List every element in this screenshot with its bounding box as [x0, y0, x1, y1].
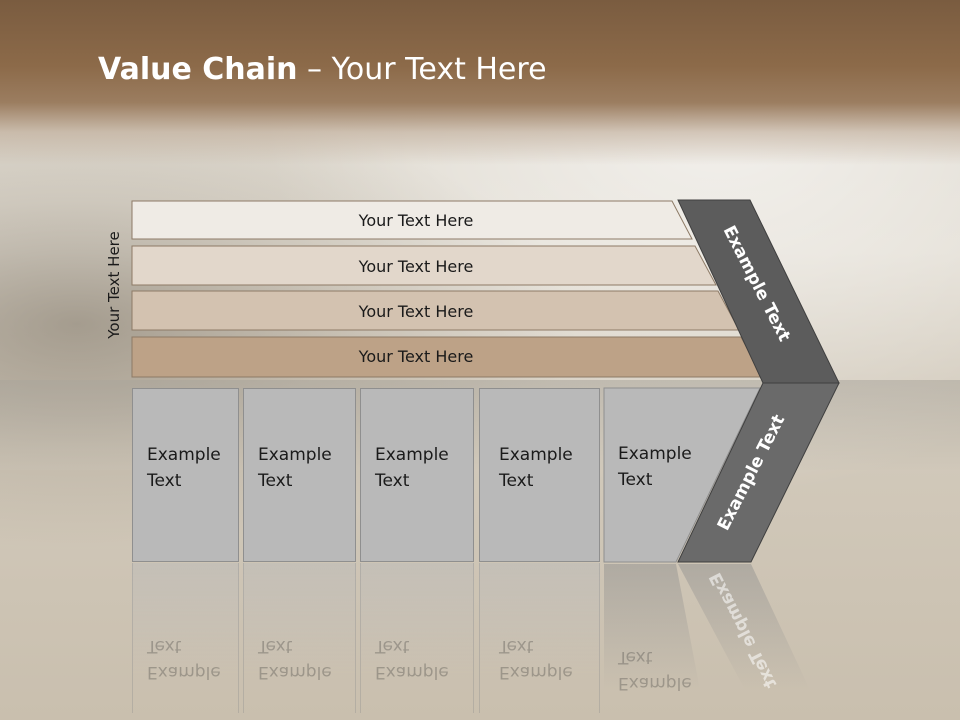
primary-block-3-line1: Example: [375, 445, 449, 465]
support-bar-3: Your Text Here: [131, 290, 740, 331]
primary-block-5-shape: [603, 387, 761, 563]
primary-block-4-line2: Text: [499, 471, 534, 491]
primary-block-2-line2: Text: [258, 471, 293, 491]
support-bar-1-label: Your Text Here: [358, 211, 474, 230]
support-bar-3-label: Your Text Here: [358, 302, 474, 321]
primary-block-1-reflection-line2: Text: [147, 636, 182, 656]
primary-block-5-reflection-line2: Text: [617, 647, 653, 667]
slide-title-bold: Value Chain: [98, 52, 298, 87]
primary-block-1-reflection: Example Text: [132, 563, 239, 713]
slide-title: Value Chain – Your Text Here: [98, 52, 547, 87]
primary-block-2-reflection-line2: Text: [258, 636, 293, 656]
support-bar-1: Your Text Here: [131, 200, 693, 240]
support-bar-4: Your Text Here: [131, 336, 763, 378]
support-bar-2: Your Text Here: [131, 245, 717, 286]
primary-block-2-line1: Example: [258, 445, 332, 465]
primary-block-3-reflection-line2: Text: [375, 636, 410, 656]
primary-block-1: Example Text: [132, 388, 239, 562]
primary-block-1-line2: Text: [147, 471, 182, 491]
chevron-lower: [677, 382, 840, 563]
primary-block-4-reflection: Example Text: [479, 563, 600, 713]
primary-block-4-reflection-line2: Text: [499, 636, 534, 656]
slide-title-rest: – Your Text Here: [297, 52, 547, 87]
support-bar-2-label: Your Text Here: [358, 257, 474, 276]
primary-block-4-reflection-line1: Example: [499, 662, 573, 682]
support-bar-4-label: Your Text Here: [358, 347, 474, 366]
primary-block-5-line1: Example: [618, 444, 692, 464]
primary-block-3-reflection-line1: Example: [375, 662, 449, 682]
primary-block-2: Example Text: [243, 388, 356, 562]
primary-block-5-reflection: [604, 564, 700, 690]
primary-block-3-line2: Text: [375, 471, 410, 491]
primary-block-2-reflection-line1: Example: [258, 662, 332, 682]
primary-block-5-line2: Text: [618, 470, 653, 490]
primary-block-2-reflection: Example Text: [243, 563, 356, 713]
primary-block-3: Example Text: [360, 388, 474, 562]
primary-block-3-reflection: Example Text: [360, 563, 474, 713]
header-band: [0, 0, 960, 165]
primary-block-1-line1: Example: [147, 445, 221, 465]
chevron-reflection: [678, 564, 810, 690]
primary-block-4: Example Text: [479, 388, 600, 562]
primary-block-5-reflection-line1: Example: [618, 673, 692, 693]
primary-block-1-reflection-line1: Example: [147, 662, 221, 682]
primary-block-5: Example Text: [604, 388, 724, 562]
primary-block-4-line1: Example: [499, 445, 573, 465]
